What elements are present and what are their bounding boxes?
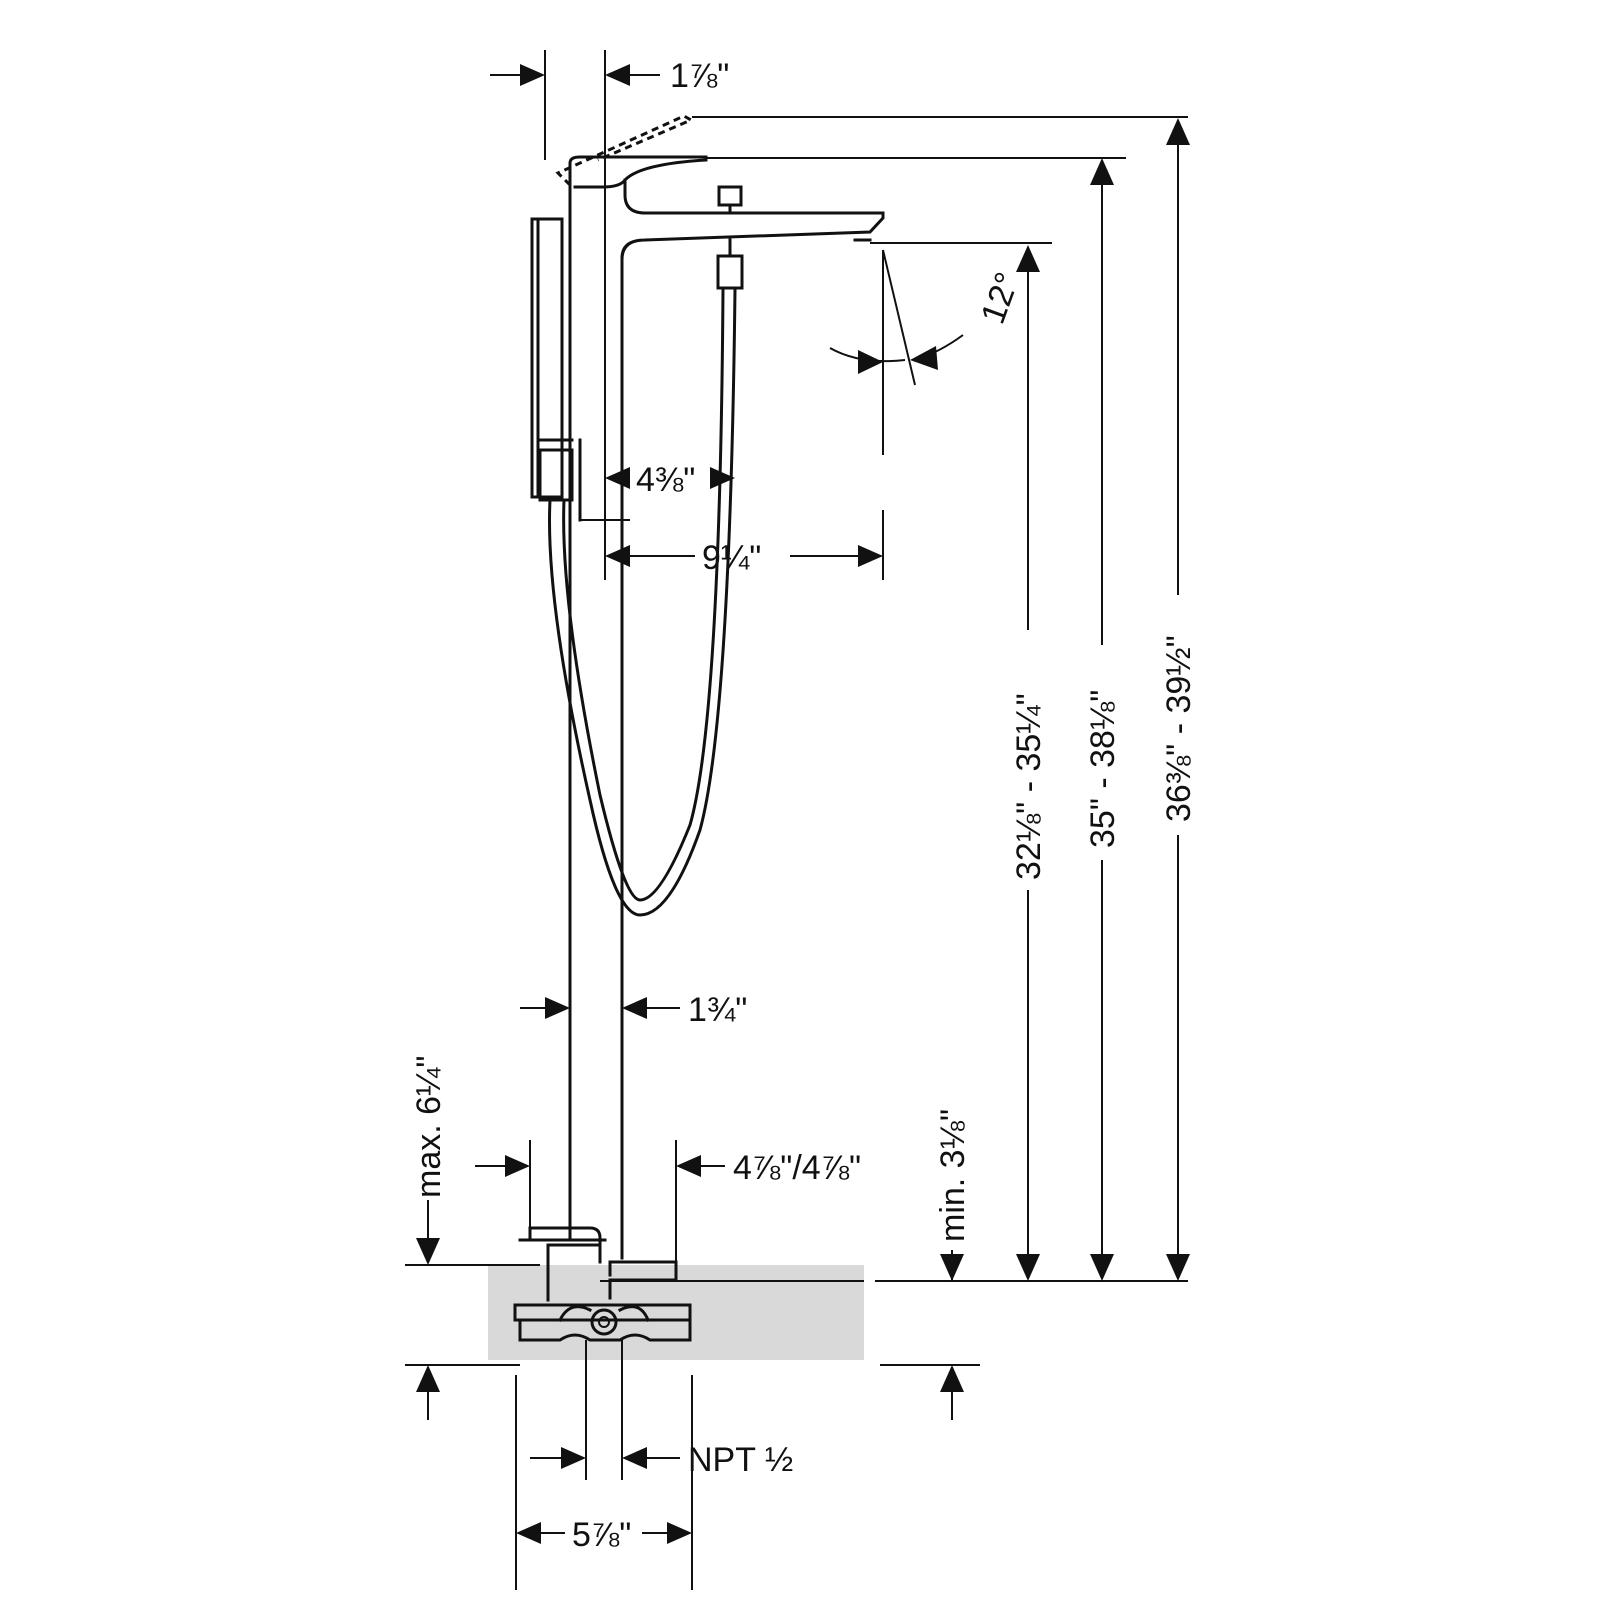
label-spout-angle: 12° — [974, 267, 1027, 328]
label-lever-height: 35" - 38⅛" — [1084, 690, 1122, 848]
label-column-diameter: 1¾" — [688, 991, 747, 1029]
dim-overall-height — [1166, 118, 1190, 1281]
label-max-depth: max. 6¼" — [410, 1056, 448, 1198]
hand-shower — [530, 217, 582, 522]
label-spout-height: 32⅛" - 35¼" — [1010, 693, 1048, 880]
label-handle-offset: 1⅞" — [670, 57, 729, 95]
dim-base-width — [475, 1140, 725, 1262]
dim-rough-width — [516, 1522, 692, 1544]
dim-spout-reach — [580, 510, 884, 580]
dim-thread — [515, 1340, 693, 1590]
dim-hose-offset — [604, 120, 735, 580]
dim-column-diameter — [520, 997, 680, 1019]
dim-lever-height — [1090, 158, 1114, 1281]
label-spout-reach: 9¼" — [702, 539, 761, 577]
dim-handle-offset — [490, 50, 660, 160]
label-rough-width: 5⅞" — [572, 1516, 631, 1554]
dim-spout-angle — [829, 249, 964, 455]
dim-max-depth — [405, 1200, 540, 1420]
label-thread: NPT ½ — [688, 1441, 793, 1479]
label-base-width: 4⅞"/4⅞" — [733, 1149, 861, 1187]
label-hose-offset: 4⅜" — [636, 461, 695, 499]
shower-hose — [548, 288, 737, 917]
dim-min-depth — [880, 1250, 980, 1420]
label-min-depth: min. 3⅛" — [934, 1109, 972, 1242]
label-overall-height: 36⅜" - 39½" — [1160, 635, 1198, 822]
dim-spout-height — [1016, 245, 1040, 1281]
faucet-base — [513, 1226, 692, 1342]
